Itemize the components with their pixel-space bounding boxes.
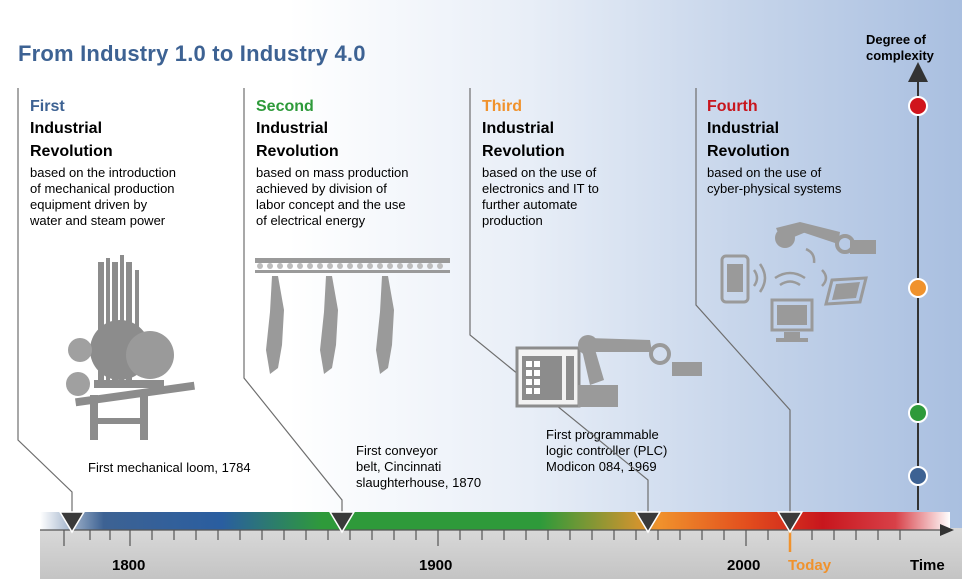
divider-first bbox=[17, 88, 73, 512]
revolution-line2: Industrial bbox=[707, 120, 780, 137]
milestone-marker-third bbox=[634, 511, 662, 534]
revolution-line2: Industrial bbox=[256, 120, 329, 137]
complexity-label-line1: Degree of bbox=[866, 32, 926, 47]
year-label-1800: 1800 bbox=[112, 557, 146, 574]
revolution-ordinal: Fourth bbox=[707, 98, 758, 115]
milestone-marker-second bbox=[328, 511, 356, 534]
revolution-line3: Revolution bbox=[707, 143, 790, 160]
revolution-ordinal: First bbox=[30, 98, 65, 115]
revolution-description: based on the introduction of mechanical … bbox=[30, 165, 240, 229]
description-line: equipment driven by bbox=[30, 197, 148, 212]
third-revolution: Third Industrial Revolution based on the… bbox=[482, 96, 692, 229]
time-arrowhead bbox=[940, 524, 954, 536]
complexity-dot-fourth bbox=[908, 96, 928, 116]
complexity-dot-first bbox=[908, 466, 928, 486]
description-line: production bbox=[482, 213, 543, 228]
revolution-description: based on the use of cyber-physical syste… bbox=[707, 165, 887, 197]
complexity-axis-label: Degree of complexity bbox=[866, 32, 962, 64]
cyber-physical-illustration bbox=[720, 222, 876, 342]
first-revolution: First Industrial Revolution based on the… bbox=[30, 96, 240, 229]
description-line: based on the use of bbox=[707, 165, 822, 180]
mechanical-loom-illustration bbox=[66, 255, 195, 440]
complexity-axis bbox=[908, 62, 928, 510]
milestone-conveyor: First conveyor belt, Cincinnati slaughte… bbox=[356, 443, 481, 491]
today-label: Today bbox=[788, 557, 832, 574]
caption-line: First mechanical loom, 1784 bbox=[88, 460, 251, 475]
description-line: of mechanical production bbox=[30, 181, 175, 196]
description-line: based on the use of bbox=[482, 165, 597, 180]
milestone-marker-fourth bbox=[776, 511, 804, 534]
timeline-gradient-bar bbox=[40, 512, 950, 530]
milestone-plc: First programmable logic controller (PLC… bbox=[546, 427, 667, 475]
revolution-ordinal: Third bbox=[482, 98, 522, 115]
description-line: cyber-physical systems bbox=[707, 181, 842, 196]
description-line: based on the introduction bbox=[30, 165, 176, 180]
revolution-ordinal: Second bbox=[256, 98, 314, 115]
description-line: electronics and IT to bbox=[482, 181, 599, 196]
revolution-line3: Revolution bbox=[482, 143, 565, 160]
description-line: water and steam power bbox=[30, 213, 166, 228]
complexity-label-line2: complexity bbox=[866, 48, 934, 63]
fourth-revolution: Fourth Industrial Revolution based on th… bbox=[707, 96, 887, 197]
timeline bbox=[40, 511, 954, 552]
revolution-line2: Industrial bbox=[482, 120, 555, 137]
description-line: of electrical energy bbox=[256, 213, 366, 228]
year-label-1900: 1900 bbox=[419, 557, 453, 574]
caption-line: First programmable bbox=[546, 427, 659, 442]
plc-robot-illustration bbox=[515, 335, 702, 408]
revolution-line3: Revolution bbox=[256, 143, 339, 160]
revolution-line2: Industrial bbox=[30, 120, 103, 137]
revolution-line3: Revolution bbox=[30, 143, 113, 160]
divider-second bbox=[243, 88, 343, 512]
caption-line: First conveyor bbox=[356, 443, 438, 458]
divider-fourth bbox=[695, 88, 791, 512]
time-axis-label: Time bbox=[910, 557, 945, 574]
divider-third bbox=[469, 88, 649, 512]
description-line: further automate bbox=[482, 197, 578, 212]
caption-line: belt, Cincinnati bbox=[356, 459, 442, 474]
description-line: achieved by division of bbox=[256, 181, 387, 196]
axis-ticks bbox=[40, 529, 948, 546]
page-title: From Industry 1.0 to Industry 4.0 bbox=[18, 41, 366, 66]
complexity-dot-second bbox=[908, 403, 928, 423]
complexity-dot-third bbox=[908, 278, 928, 298]
conveyor-illustration bbox=[255, 258, 450, 374]
timeline-axis-band bbox=[40, 528, 962, 579]
caption-line: Modicon 084, 1969 bbox=[546, 459, 657, 474]
year-label-2000: 2000 bbox=[727, 557, 761, 574]
column-dividers bbox=[17, 88, 791, 512]
revolution-description: based on the use of electronics and IT t… bbox=[482, 165, 692, 229]
caption-line: slaughterhouse, 1870 bbox=[356, 475, 482, 490]
description-line: labor concept and the use bbox=[256, 197, 406, 212]
revolution-description: based on mass production achieved by div… bbox=[256, 165, 466, 229]
second-revolution: Second Industrial Revolution based on ma… bbox=[256, 96, 466, 229]
caption-line: logic controller (PLC) bbox=[546, 443, 668, 458]
milestone-marker-first bbox=[58, 511, 86, 534]
description-line: based on mass production bbox=[256, 165, 409, 180]
milestone-loom: First mechanical loom, 1784 bbox=[88, 460, 251, 476]
